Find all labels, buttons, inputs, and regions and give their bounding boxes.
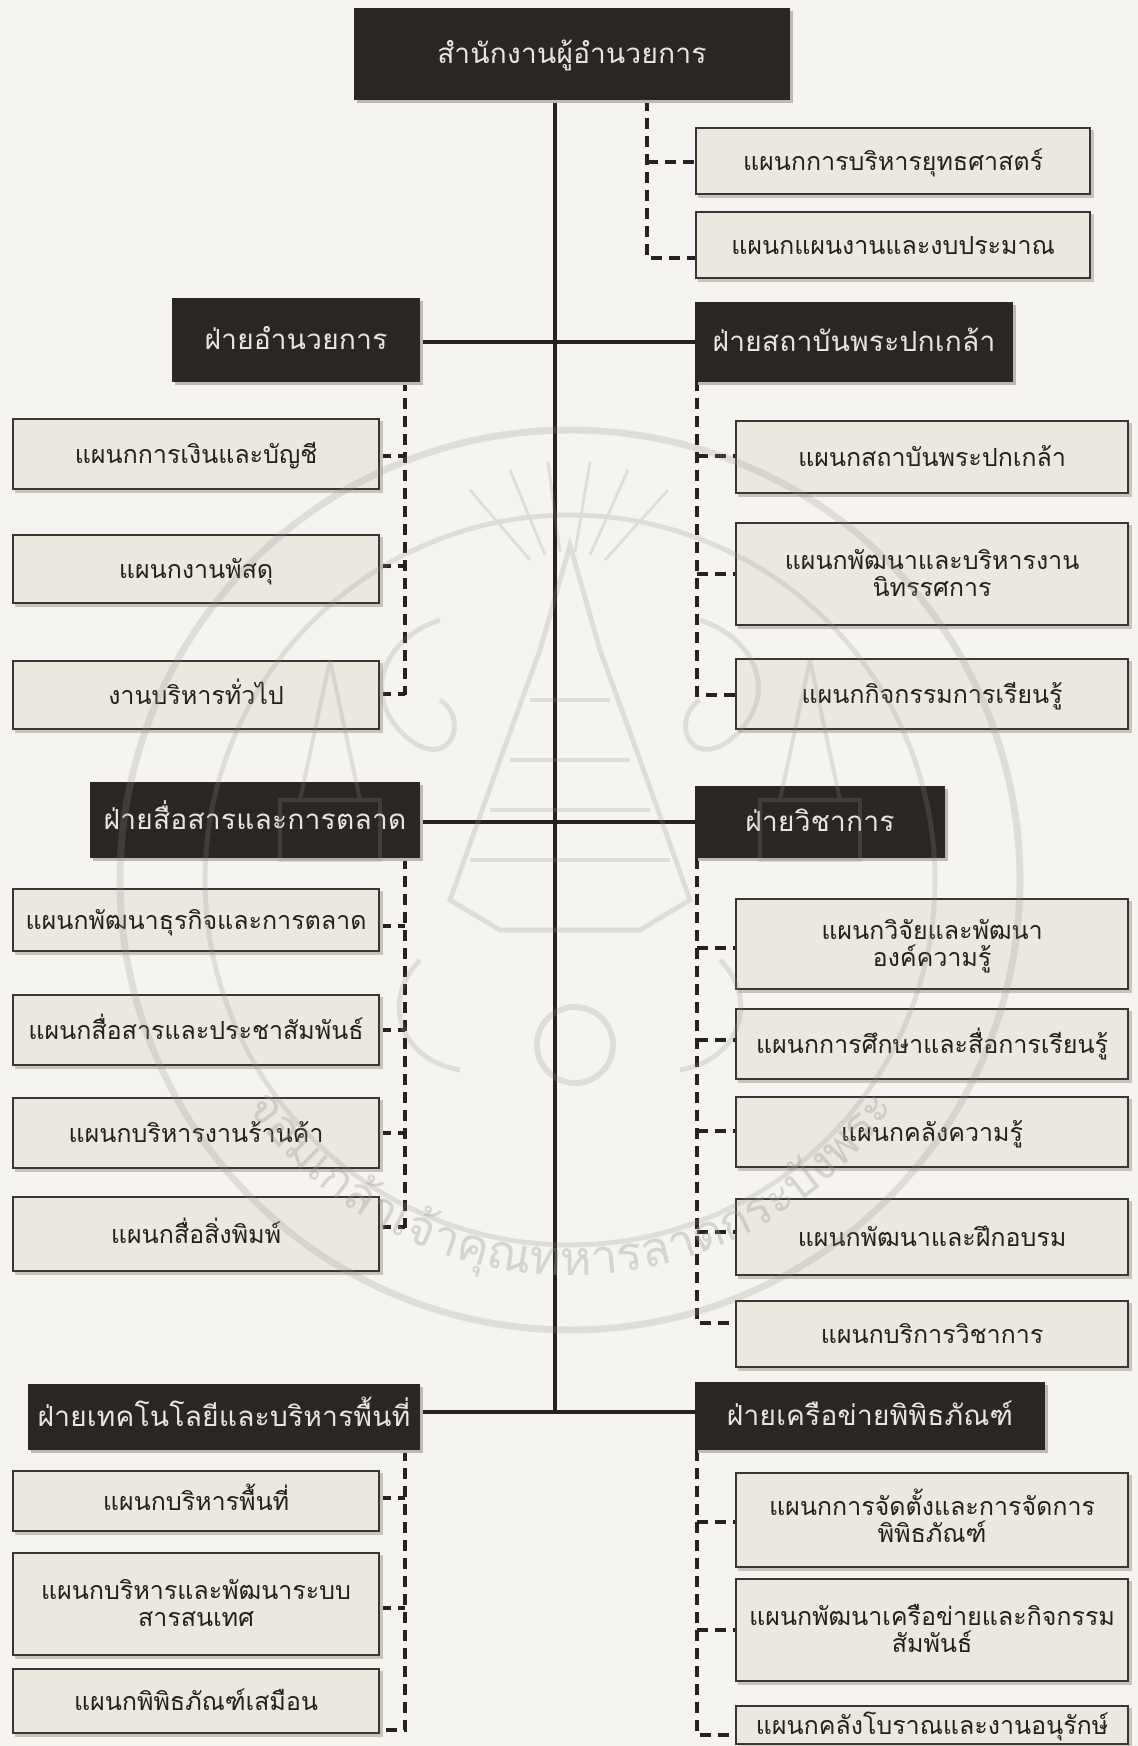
division-tech-title: ฝ่ายเทคโนโลยีและบริหารพื้นที่ xyxy=(37,1400,411,1433)
unit-information-systems: แผนกบริหารและพัฒนาระบบ สารสนเทศ xyxy=(12,1552,380,1656)
unit-knowledge-repo: แผนกคลังความรู้ xyxy=(735,1096,1129,1168)
unit-museum-establishment: แผนกการจัดตั้งและการจัดการ พิพิธภัณฑ์ xyxy=(735,1472,1129,1568)
unit-strategy: แผนกการบริหารยุทธศาสตร์ xyxy=(695,127,1091,195)
unit-archaeology-conservation: แผนกคลังโบราณและงานอนุรักษ์ xyxy=(735,1705,1129,1745)
unit-exhibition-dev: แผนกพัฒนาและบริหารงาน นิทรรศการ xyxy=(735,522,1129,626)
unit-pr: แผนกสื่อสารและประชาสัมพันธ์ xyxy=(12,994,380,1066)
division-academic-title: ฝ่ายวิชาการ xyxy=(745,805,895,838)
dash-top-units xyxy=(645,100,695,260)
unit-training: แผนกพัฒนาและฝึกอบรม xyxy=(735,1198,1129,1276)
director-office-label: สำนักงานผู้อำนวยการ xyxy=(437,37,707,70)
dash-prajadhipok xyxy=(695,380,735,697)
division-prajadhipok-title: ฝ่ายสถาบันพระปกเกล้า xyxy=(712,325,996,358)
division-comm-title: ฝ่ายสื่อสารและการตลาด xyxy=(103,803,407,836)
unit-education-media: แผนกการศึกษาและสื่อการเรียนรู้ xyxy=(735,1008,1129,1080)
division-academic-header: ฝ่ายวิชาการ xyxy=(695,786,945,858)
unit-planning-budget: แผนกแผนงานและงบประมาณ xyxy=(695,211,1091,279)
division-prajadhipok-header: ฝ่ายสถาบันพระปกเกล้า xyxy=(695,302,1013,382)
division-tech-header: ฝ่ายเทคโนโลยีและบริหารพื้นที่ xyxy=(28,1384,420,1450)
unit-finance: แผนกการเงินและบัญชี xyxy=(12,418,380,490)
unit-learning-activities: แผนกกิจกรรมการเรียนรู้ xyxy=(735,658,1129,730)
unit-virtual-museum: แผนกพิพิธภัณฑ์เสมือน xyxy=(12,1668,380,1734)
unit-general-admin: งานบริหารทั่วไป xyxy=(12,660,380,730)
dash-comm xyxy=(380,858,407,1229)
unit-area-management: แผนกบริหารพื้นที่ xyxy=(12,1470,380,1532)
division-network-title: ฝ่ายเครือข่ายพิพิธภัณฑ์ xyxy=(726,1399,1014,1432)
division-comm-header: ฝ่ายสื่อสารและการตลาด xyxy=(90,782,420,858)
division-admin-title: ฝ่ายอำนวยการ xyxy=(204,323,388,356)
unit-prajadhipok-institute: แผนกสถาบันพระปกเกล้า xyxy=(735,420,1129,494)
division-admin-header: ฝ่ายอำนวยการ xyxy=(172,298,420,382)
unit-academic-service: แผนกบริการวิชาการ xyxy=(735,1300,1129,1368)
unit-supplies: แผนกงานพัสดุ xyxy=(12,534,380,604)
dash-network xyxy=(695,1450,735,1737)
dash-tech xyxy=(380,1450,407,1732)
unit-research: แผนกวิจัยและพัฒนา องค์ความรู้ xyxy=(735,898,1129,990)
unit-shop: แผนกบริหารงานร้านค้า xyxy=(12,1097,380,1169)
unit-business-marketing: แผนกพัฒนาธุรกิจและการตลาด xyxy=(12,888,380,952)
unit-network-activities: แผนกพัฒนาเครือข่ายและกิจกรรม สัมพันธ์ xyxy=(735,1578,1129,1682)
director-office-header: สำนักงานผู้อำนวยการ xyxy=(354,8,790,100)
dash-academic xyxy=(695,858,735,1325)
unit-print-media: แผนกสื่อสิ่งพิมพ์ xyxy=(12,1196,380,1272)
dash-admin xyxy=(380,380,407,696)
division-network-header: ฝ่ายเครือข่ายพิพิธภัณฑ์ xyxy=(695,1382,1045,1450)
